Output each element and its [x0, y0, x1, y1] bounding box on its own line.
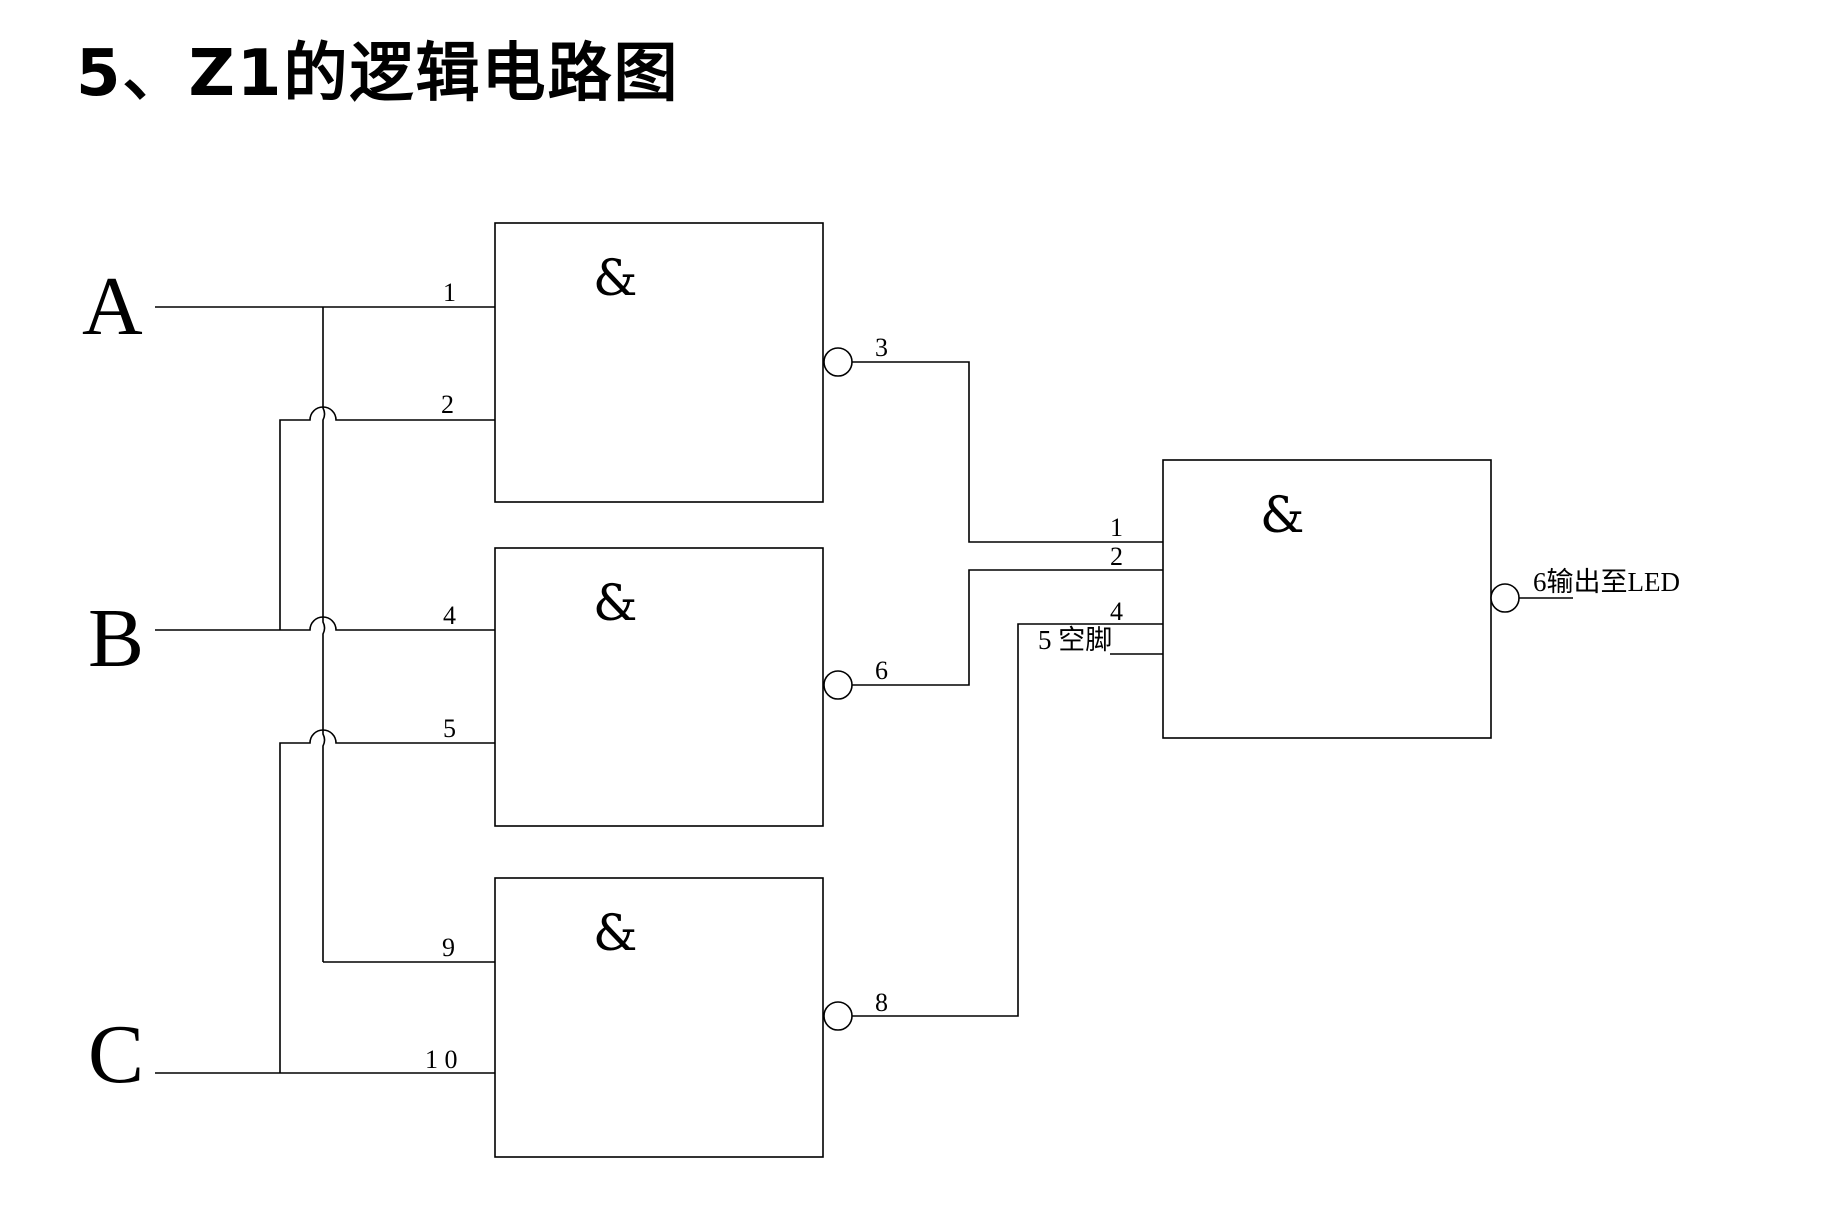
nand-gate-3 [494, 877, 824, 1158]
pin-label-g4-in1: 1 [1110, 513, 1123, 542]
input-label-c: C [88, 1008, 144, 1101]
pin-label-g3-in2: 1 0 [425, 1045, 458, 1074]
gate4-output-bubble [1490, 583, 1520, 613]
wire-gate1-out-to-g4-pin1 [852, 361, 1163, 543]
pin-label-g2-in1: 4 [443, 601, 456, 630]
pin-label-g4-unused: 5 空脚 [1038, 625, 1112, 655]
pin-label-g3-out: 8 [875, 988, 888, 1017]
bus-a-vertical [322, 307, 326, 962]
wire-gate3-out-to-g4-pin4 [852, 623, 1163, 1017]
pin-label-g1-out: 3 [875, 333, 888, 362]
gate3-output-bubble [823, 1001, 853, 1031]
pin-label-g2-out: 6 [875, 656, 888, 685]
nand-gate-1 [494, 222, 824, 503]
pin-label-g4-in2: 2 [1110, 542, 1123, 571]
gate1-symbol: & [593, 249, 638, 307]
pin-label-g1-in1: 1 [443, 278, 456, 307]
pin-label-g4-in3: 4 [1110, 597, 1123, 626]
bus-c-vertical [279, 729, 495, 1073]
output-label: 6输出至LED [1533, 567, 1680, 597]
input-label-b: B [88, 592, 144, 685]
wire-b-to-pin4 [155, 616, 495, 631]
gate4-symbol: & [1260, 486, 1305, 544]
nand-gate-4 [1162, 459, 1492, 739]
gate3-symbol: & [593, 904, 638, 962]
pin-label-g1-in2: 2 [441, 390, 454, 419]
pin-label-g3-in1: 9 [442, 933, 455, 962]
gate1-output-bubble [823, 347, 853, 377]
nand-gate-2 [494, 547, 824, 827]
input-label-a: A [82, 260, 143, 353]
gate2-output-bubble [823, 670, 853, 700]
gate2-symbol: & [593, 574, 638, 632]
page-title: 5、Z1的逻辑电路图 [76, 37, 680, 111]
pin-label-g2-in2: 5 [443, 714, 456, 743]
wire-gate2-out-to-g4-pin2 [852, 569, 1163, 686]
bus-b-vertical [279, 406, 495, 630]
